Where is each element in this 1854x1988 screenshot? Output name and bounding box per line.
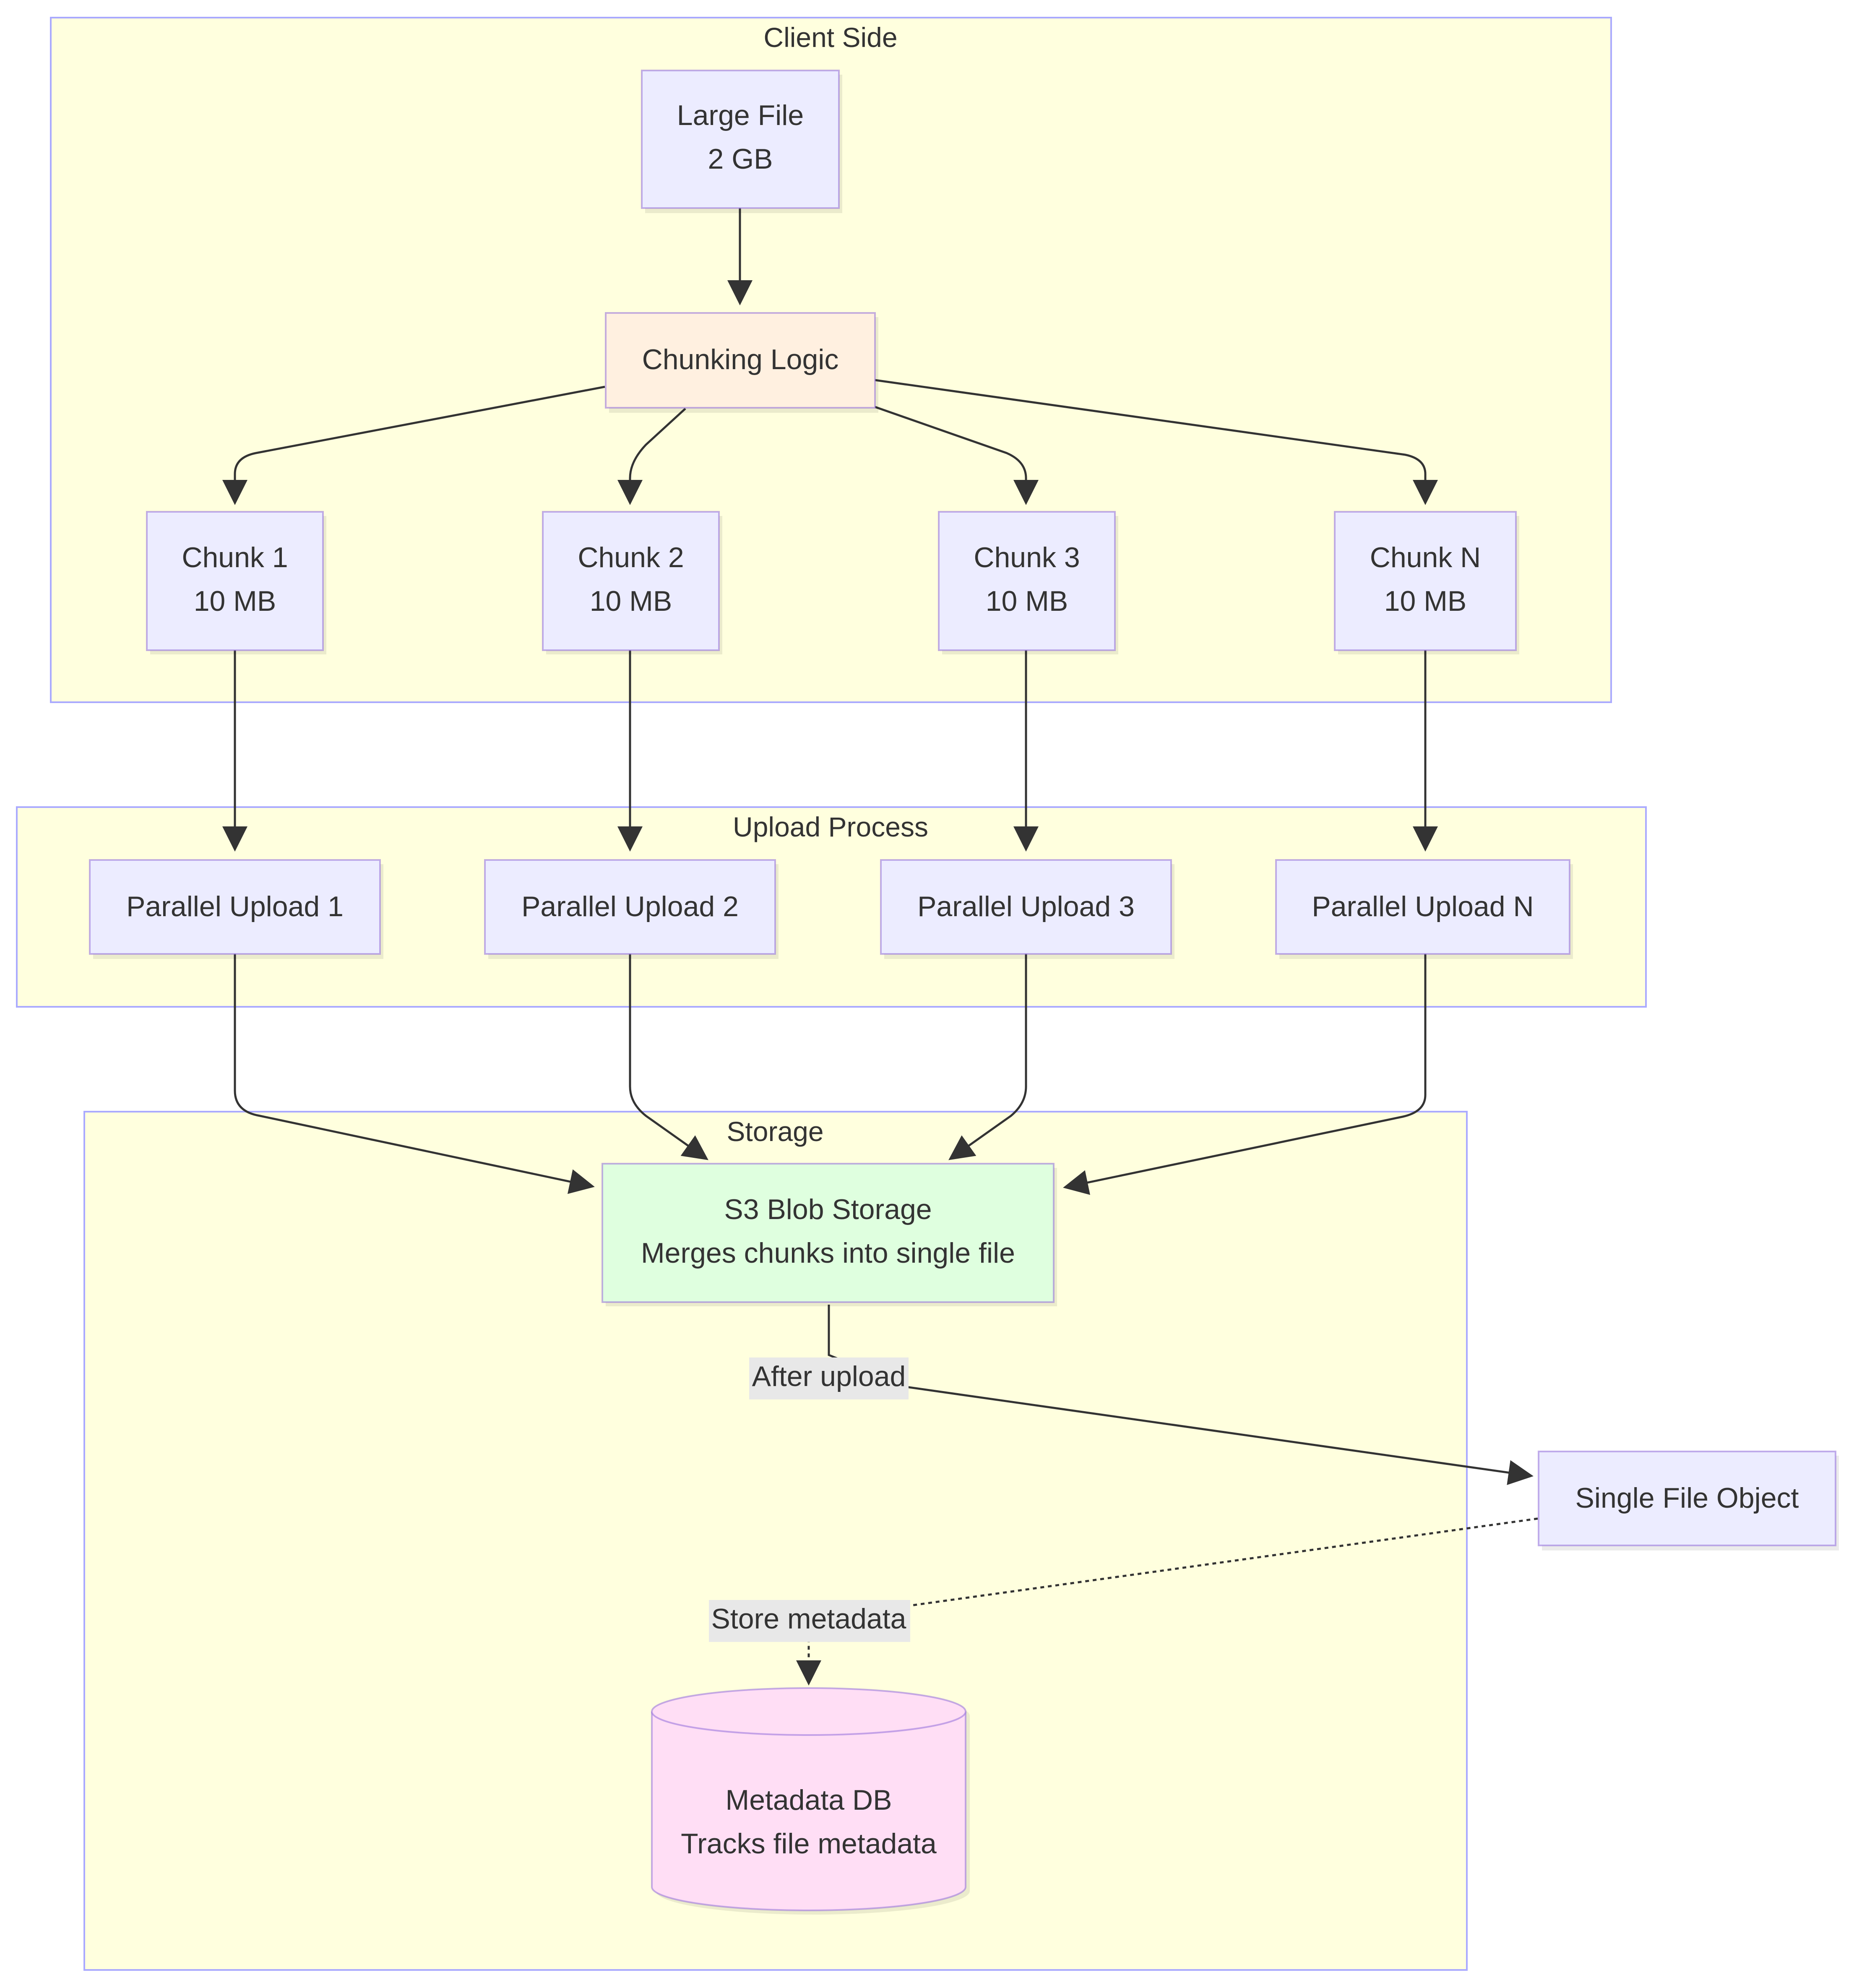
edge-chunking-to-chunkN — [875, 379, 1438, 505]
edge-upload3-to-s3 — [948, 954, 1027, 1160]
node-chunking-logic[interactable]: Chunking Logic — [605, 312, 878, 413]
node-parallel-upload-3[interactable]: Parallel Upload 3 — [880, 859, 1174, 959]
node-metadata-db[interactable]: Metadata DB Tracks file metadata — [651, 1687, 970, 1915]
node-chunk-n-size: 10 MB — [1384, 585, 1467, 617]
node-metadata-db-title: Metadata DB — [726, 1784, 892, 1816]
node-chunk-1[interactable]: Chunk 1 10 MB — [146, 511, 326, 654]
node-metadata-db-desc: Tracks file metadata — [681, 1828, 937, 1860]
node-parallel-upload-1[interactable]: Parallel Upload 1 — [89, 859, 383, 959]
cluster-client-side-label: Client Side — [763, 22, 897, 53]
node-s3-blob-storage-title: S3 Blob Storage — [724, 1193, 932, 1225]
cluster-storage-label: Storage — [726, 1116, 823, 1147]
node-chunk-3-size: 10 MB — [986, 585, 1068, 617]
edge-uploadN-to-s3 — [1063, 954, 1427, 1195]
node-chunk-2-title: Chunk 2 — [578, 542, 684, 573]
node-parallel-upload-n-label: Parallel Upload N — [1312, 891, 1534, 922]
node-large-file-title: Large File — [677, 99, 804, 131]
node-chunk-1-title: Chunk 1 — [182, 542, 288, 573]
edge-upload1-to-s3 — [234, 954, 595, 1194]
node-chunk-3[interactable]: Chunk 3 10 MB — [938, 511, 1118, 654]
node-chunk-n[interactable]: Chunk N 10 MB — [1334, 511, 1519, 654]
node-large-file-size: 2 GB — [708, 143, 773, 175]
node-chunk-2[interactable]: Chunk 2 10 MB — [542, 511, 722, 654]
node-chunk-3-title: Chunk 3 — [974, 542, 1080, 573]
node-parallel-upload-3-label: Parallel Upload 3 — [917, 891, 1135, 922]
node-s3-blob-storage-desc: Merges chunks into single file — [641, 1237, 1015, 1269]
edge-chunking-to-chunk2 — [617, 408, 686, 505]
node-parallel-upload-2[interactable]: Parallel Upload 2 — [484, 859, 779, 959]
node-chunk-1-size: 10 MB — [194, 585, 276, 617]
edge-label-after-upload: After upload — [749, 1357, 909, 1399]
node-chunk-n-title: Chunk N — [1370, 542, 1481, 573]
node-single-file-object-label: Single File Object — [1575, 1482, 1799, 1514]
cluster-upload-process-label: Upload Process — [733, 811, 928, 842]
edge-chunking-to-chunk1 — [222, 386, 605, 505]
edge-upload2-to-s3 — [629, 954, 708, 1160]
node-chunking-logic-label: Chunking Logic — [642, 344, 839, 375]
node-s3-blob-storage[interactable]: S3 Blob Storage Merges chunks into singl… — [602, 1163, 1057, 1306]
node-parallel-upload-n[interactable]: Parallel Upload N — [1275, 859, 1573, 959]
node-chunk-2-size: 10 MB — [590, 585, 672, 617]
metadata-db-cylinder-icon — [651, 1687, 966, 1911]
node-large-file[interactable]: Large File 2 GB — [641, 70, 842, 213]
node-parallel-upload-1-label: Parallel Upload 1 — [126, 891, 344, 922]
edge-chunking-to-chunk3 — [875, 406, 1039, 505]
edge-label-store-metadata-text: Store metadata — [711, 1603, 906, 1635]
node-single-file-object[interactable]: Single File Object — [1538, 1451, 1839, 1550]
node-parallel-upload-2-label: Parallel Upload 2 — [521, 891, 739, 922]
edge-label-after-upload-text: After upload — [752, 1360, 906, 1392]
edge-label-store-metadata: Store metadata — [709, 1600, 910, 1642]
